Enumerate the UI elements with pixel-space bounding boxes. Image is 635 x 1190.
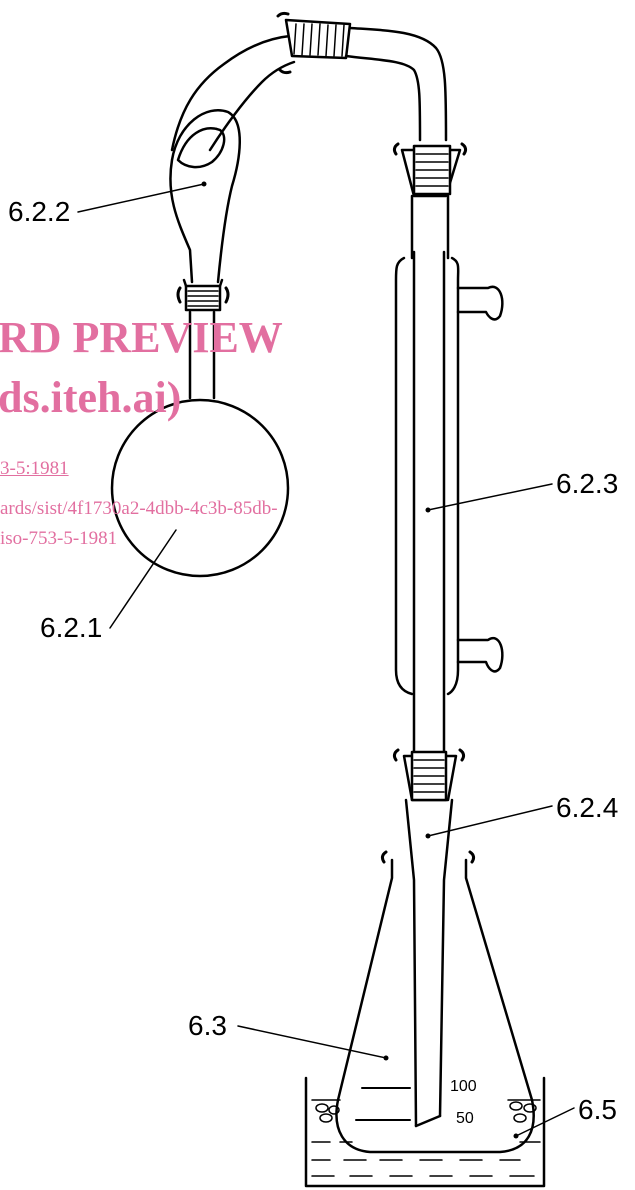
graduation-50: 50 <box>456 1110 474 1127</box>
conical-flask <box>335 850 535 1154</box>
leader-lines <box>77 183 575 1137</box>
top-stopper <box>276 11 352 75</box>
graduation-100: 100 <box>450 1078 477 1095</box>
round-bottom-flask <box>110 310 290 578</box>
watermark-line-3: 3-5:1981 <box>0 458 69 479</box>
watermark-line-5: iso-753-5-1981 <box>0 528 118 549</box>
condenser-lower-joint <box>392 748 466 802</box>
watermark-line-4: ards/sist/4f1730a2-4dbb-4c3b-85db- <box>0 498 278 519</box>
label-6-2-3: 6.2.3 <box>556 468 619 499</box>
watermark-line-2: ds.iteh.ai) <box>0 373 182 422</box>
label-6-2-1: 6.2.1 <box>40 612 103 643</box>
condenser <box>394 194 504 762</box>
condenser-upper-joint <box>392 142 468 198</box>
label-6-2-4: 6.2.4 <box>556 792 619 823</box>
ice-bath <box>304 1076 546 1188</box>
label-6-2-2: 6.2.2 <box>8 196 71 227</box>
leader-dots <box>201 181 519 1139</box>
flask-ground-joint <box>176 278 230 312</box>
splash-head <box>169 34 296 284</box>
label-6-3: 6.3 <box>188 1010 227 1041</box>
label-6-5: 6.5 <box>578 1094 617 1125</box>
adapter <box>404 798 454 1128</box>
bridge-tube <box>344 26 448 142</box>
watermark-line-1: RD PREVIEW <box>0 313 283 362</box>
